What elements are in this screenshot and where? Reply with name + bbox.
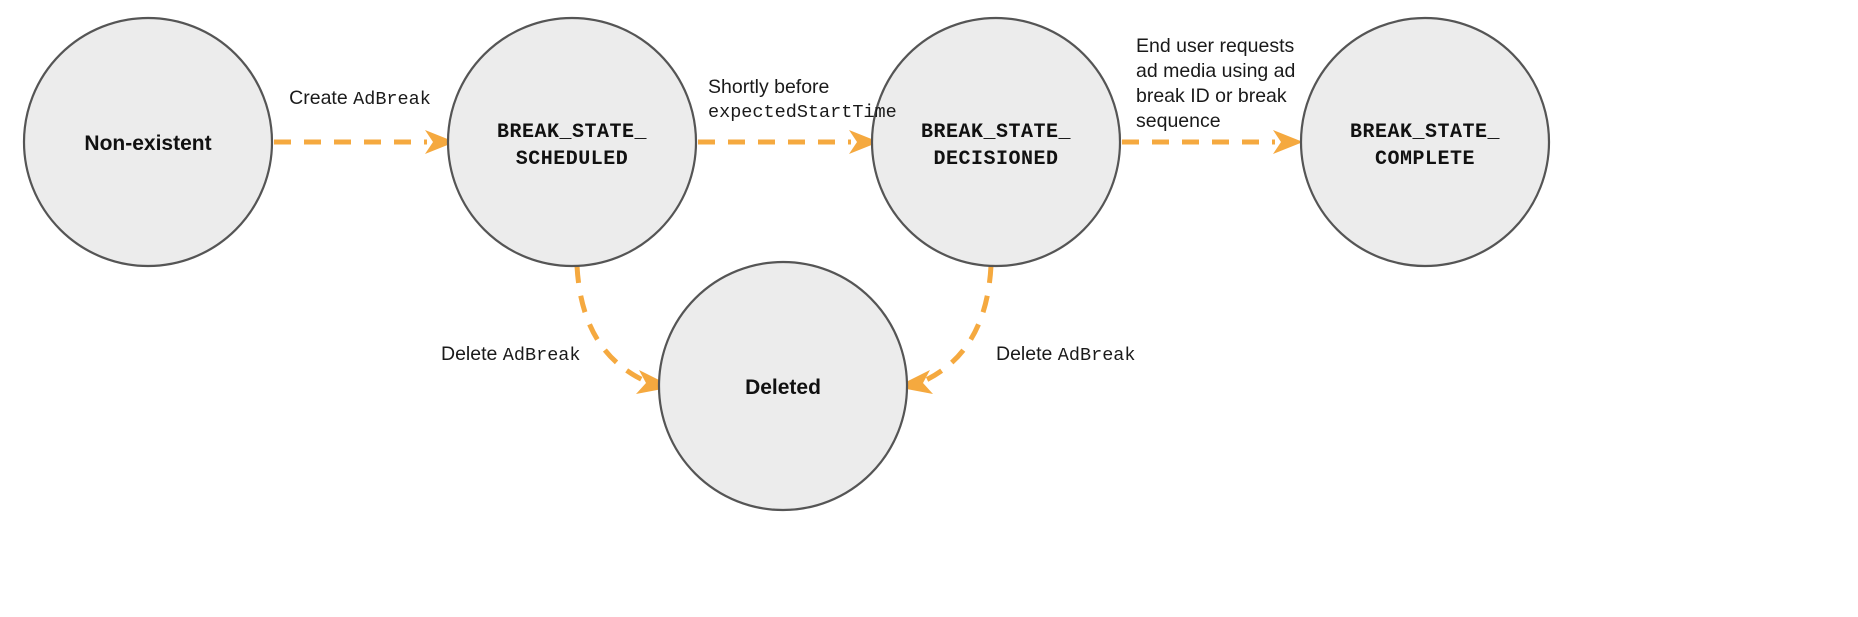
- edge-create-adbreak: [274, 130, 455, 154]
- edge-label-delete-adbreak-right: Delete AdBreak: [996, 343, 1136, 366]
- node-non-existent-shape[interactable]: [22, 16, 274, 268]
- edge-label-delete-adbreak-left-plain: Delete: [441, 343, 503, 365]
- node-break-state-decisioned-label-line2: DECISIONED: [933, 148, 1058, 171]
- edge-label-end-user-request-line2: ad media using ad: [1136, 60, 1295, 82]
- node-break-state-scheduled-label-line2: SCHEDULED: [516, 148, 629, 171]
- edge-end-user-request: [1122, 130, 1303, 154]
- edge-label-shortly-before-mono: expectedStartTime: [708, 102, 897, 123]
- edge-create-adbreak-arrowhead: [425, 130, 455, 154]
- edge-shortly-before: [698, 130, 879, 154]
- node-deleted-label: Deleted: [745, 376, 821, 399]
- edge-label-delete-adbreak-left-mono: AdBreak: [503, 345, 581, 366]
- node-break-state-scheduled-label-line1: BREAK_STATE_: [497, 121, 648, 144]
- edge-end-user-request-arrowhead: [1273, 130, 1303, 154]
- edge-label-shortly-before-line1: Shortly before: [708, 76, 829, 98]
- node-break-state-complete-label-line2: COMPLETE: [1375, 148, 1475, 171]
- node-break-state-scheduled-shape[interactable]: [446, 16, 698, 268]
- node-non-existent[interactable]: Non-existent: [22, 16, 274, 268]
- edge-label-create-adbreak-mono: AdBreak: [353, 89, 431, 110]
- node-break-state-complete[interactable]: BREAK_STATE_ COMPLETE: [1299, 16, 1551, 268]
- node-break-state-decisioned-shape[interactable]: [870, 16, 1122, 268]
- node-break-state-decisioned[interactable]: BREAK_STATE_ DECISIONED: [870, 16, 1122, 268]
- edge-label-delete-adbreak-right-plain: Delete: [996, 343, 1058, 365]
- edge-label-create-adbreak-plain: Create: [289, 87, 353, 109]
- edge-label-shortly-before-line2: expectedStartTime: [708, 102, 897, 123]
- edge-label-end-user-request-line3: break ID or break: [1136, 85, 1287, 107]
- edge-label-delete-adbreak-right-mono: AdBreak: [1058, 345, 1136, 366]
- edge-shortly-before-arrowhead: [849, 130, 879, 154]
- edge-label-create-adbreak: Create AdBreak: [289, 87, 431, 110]
- node-break-state-complete-label-line1: BREAK_STATE_: [1350, 121, 1501, 144]
- node-break-state-decisioned-label-line1: BREAK_STATE_: [921, 121, 1072, 144]
- edge-delete-adbreak-left-path: [574, 265, 647, 384]
- node-deleted-shape[interactable]: [657, 260, 909, 512]
- edge-label-delete-adbreak-left: Delete AdBreak: [441, 343, 581, 366]
- edge-delete-adbreak-right: [896, 265, 994, 394]
- edge-delete-adbreak-right-path: [922, 265, 994, 384]
- edge-label-end-user-request-line4: sequence: [1136, 110, 1221, 132]
- node-break-state-scheduled[interactable]: BREAK_STATE_ SCHEDULED: [446, 16, 698, 268]
- node-non-existent-label: Non-existent: [84, 132, 211, 155]
- node-break-state-complete-shape[interactable]: [1299, 16, 1551, 268]
- edge-label-end-user-request-line1: End user requests: [1136, 35, 1295, 57]
- node-deleted[interactable]: Deleted: [657, 260, 909, 512]
